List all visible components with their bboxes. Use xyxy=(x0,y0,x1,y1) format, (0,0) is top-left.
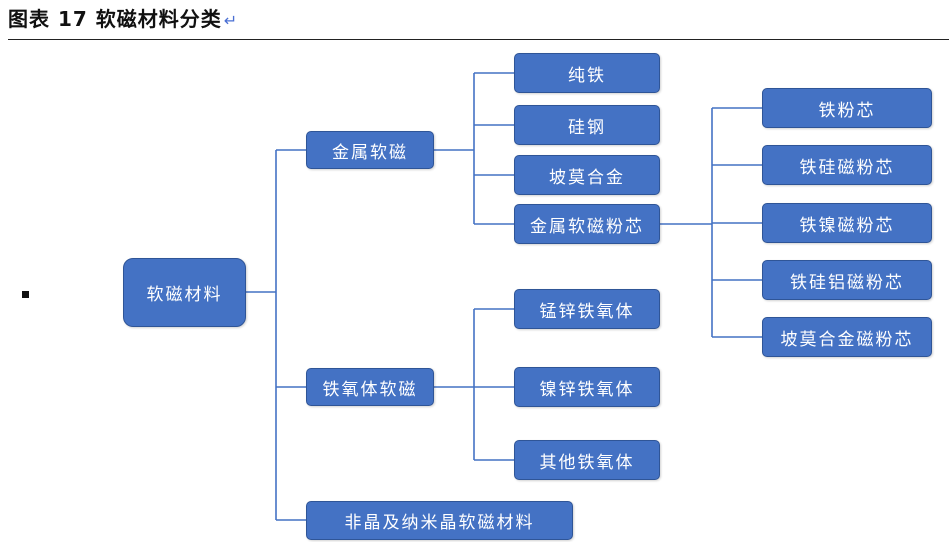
node-pure-iron-label: 纯铁 xyxy=(568,65,606,86)
node-mnzn-ferrite: 锰锌铁氧体 xyxy=(514,289,660,329)
node-fesi-powder-core-label: 铁硅磁粉芯 xyxy=(799,157,895,178)
node-silicon-steel: 硅钢 xyxy=(514,105,660,145)
node-fesial-powder-core-label: 铁硅铝磁粉芯 xyxy=(790,272,904,293)
node-other-ferrite-label: 其他铁氧体 xyxy=(539,452,635,473)
figure-title-text: 图表 17 软磁材料分类 xyxy=(8,7,222,31)
node-metal-soft-magnetic-label: 金属软磁 xyxy=(332,142,408,163)
node-mnzn-ferrite-label: 锰锌铁氧体 xyxy=(539,301,635,322)
node-pure-iron: 纯铁 xyxy=(514,53,660,93)
figure-title: 图表 17 软磁材料分类↵ xyxy=(8,6,238,32)
node-ferrite-soft-magnetic: 铁氧体软磁 xyxy=(306,368,434,406)
node-nizn-ferrite: 镍锌铁氧体 xyxy=(514,367,660,407)
node-iron-powder-core: 铁粉芯 xyxy=(762,88,932,128)
node-feni-powder-core-label: 铁镍磁粉芯 xyxy=(799,215,895,236)
title-underline xyxy=(8,39,949,40)
node-fesial-powder-core: 铁硅铝磁粉芯 xyxy=(762,260,932,300)
node-silicon-steel-label: 硅钢 xyxy=(568,117,606,138)
node-nizn-ferrite-label: 镍锌铁氧体 xyxy=(539,379,635,400)
node-fesi-powder-core: 铁硅磁粉芯 xyxy=(762,145,932,185)
node-amorphous-nanocrystalline: 非晶及纳米晶软磁材料 xyxy=(306,501,573,540)
node-other-ferrite: 其他铁氧体 xyxy=(514,440,660,480)
node-ferrite-soft-magnetic-label: 铁氧体软磁 xyxy=(322,379,418,400)
node-permalloy-label: 坡莫合金 xyxy=(549,167,625,188)
node-permalloy: 坡莫合金 xyxy=(514,155,660,195)
bullet-square-icon xyxy=(22,291,29,298)
node-metal-soft-magnetic: 金属软磁 xyxy=(306,131,434,169)
return-mark-icon: ↵ xyxy=(223,11,239,30)
node-amorphous-nanocrystalline-label: 非晶及纳米晶软磁材料 xyxy=(344,513,535,533)
node-feni-powder-core: 铁镍磁粉芯 xyxy=(762,203,932,243)
node-metal-powder-core-label: 金属软磁粉芯 xyxy=(530,216,644,237)
node-permalloy-powder-core: 坡莫合金磁粉芯 xyxy=(762,317,932,357)
node-root-label: 软磁材料 xyxy=(146,285,223,305)
node-metal-powder-core: 金属软磁粉芯 xyxy=(514,204,660,244)
node-root: 软磁材料 xyxy=(123,258,246,327)
node-permalloy-powder-core-label: 坡莫合金磁粉芯 xyxy=(780,329,914,350)
node-iron-powder-core-label: 铁粉芯 xyxy=(818,100,876,121)
